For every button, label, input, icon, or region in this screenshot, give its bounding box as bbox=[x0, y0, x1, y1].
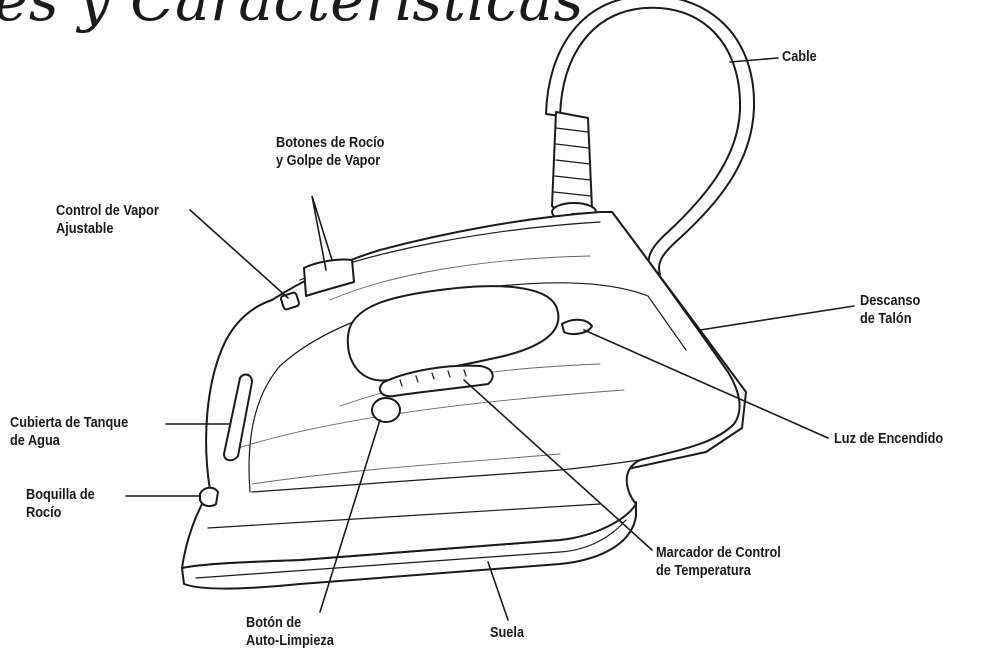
label-water-tank-cover: Cubierta de Tanque de Agua bbox=[10, 414, 128, 450]
tank-cover-shape bbox=[223, 373, 253, 462]
nozzle-shape bbox=[199, 486, 219, 508]
label-self-clean: Botón de Auto-Limpieza bbox=[246, 614, 334, 650]
self-clean-button-shape bbox=[371, 397, 401, 423]
label-steam-control-line2: Ajustable bbox=[56, 221, 114, 237]
label-steam-control: Control de Vapor Ajustable bbox=[56, 202, 159, 238]
leader-self-clean bbox=[319, 419, 381, 613]
leader-power-light bbox=[583, 329, 829, 439]
label-temp-dial-line2: de Temperatura bbox=[656, 563, 751, 579]
label-power-light: Luz de Encendido bbox=[834, 431, 944, 447]
label-heel-rest: Descanso de Talón bbox=[860, 292, 920, 328]
label-soleplate: Suela bbox=[490, 625, 525, 641]
label-spray-buttons: Botones de Rocío y Golpe de Vapor bbox=[276, 134, 384, 170]
label-cable: Cable bbox=[782, 49, 817, 65]
label-self-clean-line1: Botón de bbox=[246, 615, 302, 631]
label-steam-control-line1: Control de Vapor bbox=[56, 203, 159, 219]
label-spray-nozzle: Boquilla de Rocío bbox=[26, 486, 95, 522]
label-spray-buttons-line2: y Golpe de Vapor bbox=[276, 153, 381, 169]
spray-buttons-shape bbox=[303, 258, 355, 297]
leader-temp-dial bbox=[463, 379, 653, 551]
label-heel-rest-line1: Descanso bbox=[860, 293, 921, 309]
label-temp-dial: Marcador de Control de Temperatura bbox=[656, 544, 781, 580]
leader-spray-buttons bbox=[311, 195, 333, 271]
label-spray-nozzle-line2: Rocío bbox=[26, 505, 62, 521]
label-spray-nozzle-line1: Boquilla de bbox=[26, 487, 95, 503]
label-spray-buttons-line1: Botones de Rocío bbox=[276, 135, 385, 151]
iron-body bbox=[181, 211, 741, 569]
label-temp-dial-line1: Marcador de Control bbox=[656, 545, 781, 561]
label-water-tank-cover-line1: Cubierta de Tanque bbox=[10, 415, 129, 431]
cord bbox=[545, 0, 756, 275]
leader-steam-control bbox=[189, 209, 289, 299]
label-self-clean-line2: Auto-Limpieza bbox=[246, 633, 334, 649]
leader-soleplate bbox=[487, 561, 509, 621]
leader-heel-rest bbox=[699, 305, 855, 331]
leader-cable bbox=[729, 57, 779, 63]
label-water-tank-cover-line2: de Agua bbox=[10, 433, 60, 449]
page-title: es y Características bbox=[0, 0, 584, 34]
label-heel-rest-line2: de Talón bbox=[860, 311, 912, 327]
